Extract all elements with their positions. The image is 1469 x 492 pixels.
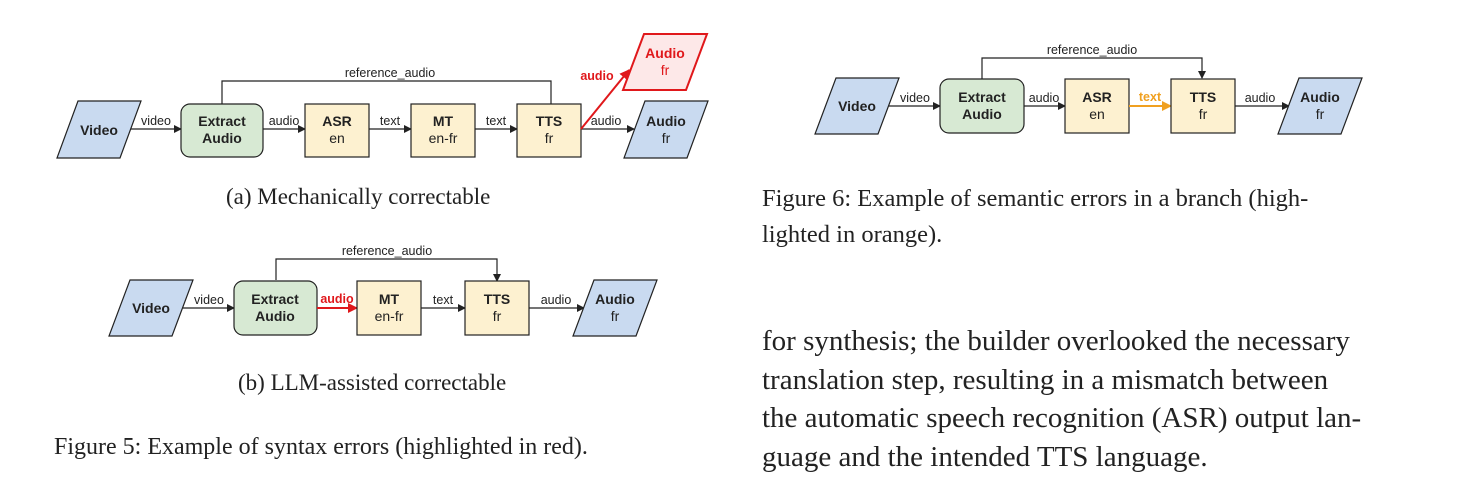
reference-edge — [275, 258, 501, 282]
mt-node-lang: en-fr — [375, 308, 404, 324]
paragraph-line-3: the automatic speech recognition (ASR) o… — [762, 402, 1362, 434]
audio-output-node — [1277, 77, 1363, 135]
audio-error-node — [621, 33, 709, 91]
mt-node — [410, 103, 476, 158]
tts-node-lang: fr — [1199, 106, 1208, 122]
audio-error-edge-label: audio — [320, 292, 354, 306]
paragraph-line-1: for synthesis; the builder overlooked th… — [762, 325, 1350, 357]
audio-output-node — [623, 100, 709, 159]
audio-error-node-label: Audio — [645, 45, 685, 61]
tts-node-lang: fr — [545, 130, 554, 146]
audio-out-edge-label: audio — [591, 114, 622, 128]
diagram-c: reference_audio Video video Extract Audi… — [814, 43, 1363, 135]
audio-edge-label: audio — [269, 114, 300, 128]
mt-node-label: MT — [433, 113, 454, 129]
extract-audio-node-label-1: Extract — [198, 113, 246, 129]
extract-audio-node-label-2: Audio — [202, 130, 242, 146]
audio-output-node-lang: fr — [1316, 106, 1325, 122]
reference-edge — [221, 80, 555, 115]
audio-error-edge — [580, 69, 630, 130]
asr-node — [1064, 78, 1130, 134]
audio-error-node-lang: fr — [661, 62, 670, 78]
text-edge-1-label: text — [380, 114, 401, 128]
audio-edge-label: audio — [541, 293, 572, 307]
reference-edge-label: reference_audio — [342, 244, 432, 258]
body-paragraph: for synthesis; the builder overlooked th… — [762, 322, 1462, 476]
tts-node — [464, 280, 530, 336]
video-node-label: Video — [80, 122, 118, 138]
figure-5-caption: Figure 5: Example of syntax errors (high… — [54, 434, 588, 460]
text-edge-2-label: text — [486, 114, 507, 128]
tts-node-lang: fr — [493, 308, 502, 324]
video-node-label: Video — [838, 98, 876, 114]
extract-audio-node-label-1: Extract — [958, 89, 1006, 105]
asr-node — [304, 103, 370, 158]
video-node — [56, 100, 142, 159]
text-edge-label: text — [433, 293, 454, 307]
paragraph-line-2: translation step, resulting in a mismatc… — [762, 363, 1329, 396]
diagram-a: reference_audio Video video Extract Audi… — [56, 33, 709, 159]
extract-audio-node-label-2: Audio — [962, 106, 1002, 122]
audio-edge-label: audio — [1029, 91, 1060, 105]
video-edge-label: video — [194, 293, 224, 307]
asr-node-lang: en — [329, 130, 345, 146]
tts-node-label: TTS — [536, 113, 562, 129]
extract-audio-node-label-1: Extract — [251, 291, 299, 307]
extract-audio-node — [180, 103, 264, 158]
reference-edge-label: reference_audio — [345, 66, 435, 80]
asr-node-lang: en — [1089, 106, 1105, 122]
audio-output-node-label: Audio — [595, 291, 635, 307]
tts-node — [1170, 78, 1236, 134]
subcaption-a: (a) Mechanically correctable — [226, 184, 491, 209]
mt-node — [356, 280, 422, 336]
tts-node — [516, 103, 582, 158]
video-node-label: Video — [132, 300, 170, 316]
audio-output-node-label: Audio — [646, 113, 686, 129]
reference-edge-label: reference_audio — [1047, 43, 1137, 57]
text-error-edge-label: text — [1139, 90, 1162, 104]
audio-out-edge-label: audio — [1245, 91, 1276, 105]
subcaption-b: (b) LLM-assisted correctable — [238, 370, 507, 395]
extract-audio-node-label-2: Audio — [255, 308, 295, 324]
tts-node-label: TTS — [1190, 89, 1216, 105]
video-edge-label: video — [900, 91, 930, 105]
figure-6-caption-line-2: lighted in orange). — [762, 221, 943, 248]
figure-6-caption-line-1: Figure 6: Example of semantic errors in … — [762, 185, 1309, 212]
video-edge-label: video — [141, 114, 171, 128]
asr-node-label: ASR — [322, 113, 352, 129]
mt-node-lang: en-fr — [429, 130, 458, 146]
audio-error-edge-label: audio — [580, 69, 614, 83]
asr-node-label: ASR — [1082, 89, 1112, 105]
tts-node-label: TTS — [484, 291, 510, 307]
audio-output-node-lang: fr — [611, 308, 620, 324]
figure-6-caption: Figure 6: Example of semantic errors in … — [762, 181, 1308, 253]
video-node — [108, 279, 194, 337]
audio-output-node-lang: fr — [662, 130, 671, 146]
audio-output-node — [572, 279, 658, 337]
audio-output-node-label: Audio — [1300, 89, 1340, 105]
video-node — [814, 77, 900, 135]
paragraph-line-4: guage and the intended TTS language. — [762, 440, 1208, 473]
reference-edge — [981, 57, 1206, 79]
diagram-b: reference_audio Video video Extract Audi… — [108, 244, 658, 337]
mt-node-label: MT — [379, 291, 400, 307]
